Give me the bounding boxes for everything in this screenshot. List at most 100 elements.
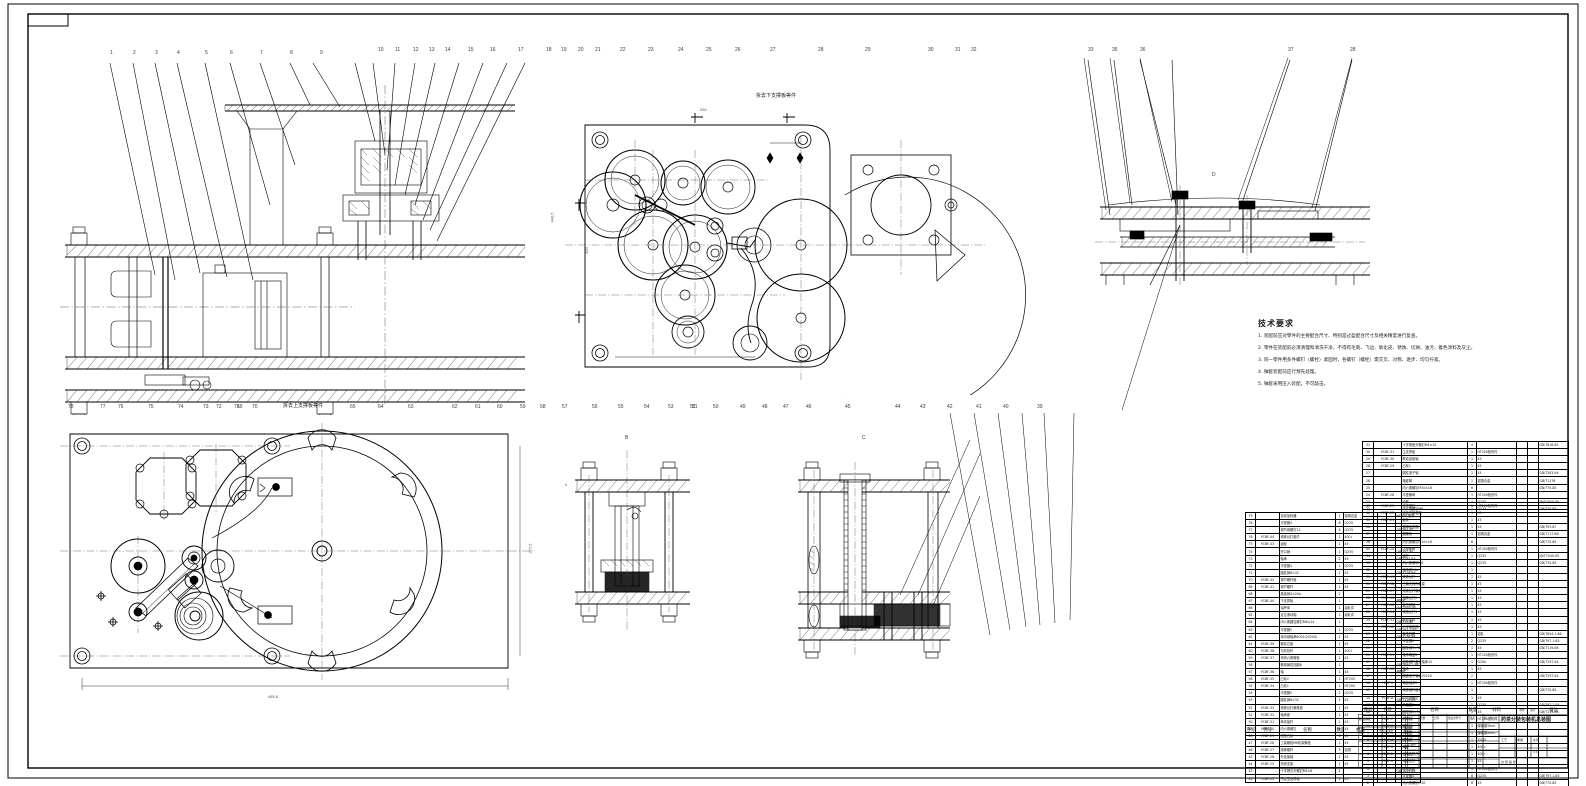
bom-cell-material bbox=[1476, 537, 1517, 546]
bom-cell-remark: JB/T7940-95 bbox=[1538, 551, 1569, 560]
bom-cell-qty: 1 bbox=[1467, 455, 1477, 464]
balloon-13: 13 bbox=[429, 47, 435, 53]
bom-cell-code: YCBF-41 bbox=[1255, 582, 1280, 592]
balloon-37: 28 bbox=[1350, 47, 1356, 53]
bom-cell-uw bbox=[1377, 575, 1387, 584]
balloon-33: 33 bbox=[1088, 47, 1094, 53]
bom-cell-qty: 1 bbox=[1467, 587, 1477, 596]
bom-cell-material: 45 bbox=[1476, 580, 1517, 589]
bom-cell-material: HT200矩形件 bbox=[1476, 490, 1517, 499]
bom-cell-remark: GB/T297-94 bbox=[1538, 658, 1569, 667]
drawing-title: 药茶分装包装机总装图 bbox=[1501, 717, 1552, 723]
dim-top-width: 250 bbox=[700, 107, 707, 112]
bom-cell-tw bbox=[1527, 608, 1539, 617]
balloon-54: 54 bbox=[644, 404, 650, 410]
bom-cell-name: 凸轮1 bbox=[1401, 462, 1468, 471]
bom-cell-material bbox=[1343, 767, 1378, 776]
balloon-63: 63 bbox=[408, 404, 414, 410]
bom-cell-uw bbox=[1516, 658, 1528, 667]
bom-cell-remark: GB/T1176 bbox=[1538, 476, 1569, 485]
view-label-b: B bbox=[625, 435, 629, 441]
bom-cell-name: 轴承 bbox=[1279, 554, 1336, 563]
bom-cell-uw bbox=[1516, 686, 1528, 695]
bom-cell-uw bbox=[1377, 540, 1387, 549]
bom-cell-seq: 64 bbox=[1245, 618, 1256, 627]
balloon-27: 27 bbox=[770, 47, 776, 53]
bom-cell-code: YCBF-35 bbox=[1255, 675, 1280, 684]
bom-cell-uw bbox=[1377, 618, 1387, 627]
bom-cell-material: 铝轧件 bbox=[1343, 604, 1378, 613]
bom-cell-tw bbox=[1386, 547, 1396, 556]
bom-cell-seq: 67 bbox=[1245, 597, 1256, 606]
bom-cell-uw bbox=[1516, 636, 1528, 645]
bom-cell-code bbox=[1255, 590, 1280, 599]
bom-cell-remark bbox=[1395, 575, 1421, 584]
bom-cell-material: HT200矩形件 bbox=[1476, 448, 1517, 457]
bom-cell-uw bbox=[1377, 639, 1387, 648]
bom-cell-qty: 1 bbox=[1467, 658, 1477, 667]
bom-cell-seq: 41 bbox=[1362, 501, 1374, 511]
bom-cell-remark: HT200-板材 bbox=[1395, 511, 1421, 521]
bom-cell-remark: GB/T65-85 bbox=[1395, 526, 1421, 535]
bom-cell-remark: GB/T97.1-85 bbox=[1395, 625, 1421, 634]
bom-cell-qty: 1 bbox=[1467, 629, 1477, 638]
bom-cell-code bbox=[1373, 440, 1402, 450]
balloon-7: 7 bbox=[260, 50, 263, 56]
bom-cell-qty: 2 bbox=[1335, 590, 1344, 599]
bom-cell-uw bbox=[1377, 547, 1387, 556]
bom-cell-name: 圆柱销8×32 bbox=[1279, 568, 1336, 577]
tb-label-process: 工艺 bbox=[1501, 738, 1508, 742]
balloon-35: 36 bbox=[1140, 47, 1146, 53]
balloon-36: 37 bbox=[1288, 47, 1294, 53]
balloon-60: 60 bbox=[497, 404, 503, 410]
bom-cell-tw bbox=[1386, 675, 1396, 684]
bom-cell-tw bbox=[1386, 533, 1396, 542]
bom-cell-uw bbox=[1516, 572, 1528, 582]
bom-cell-code bbox=[1255, 689, 1280, 698]
bom-cell-tw bbox=[1386, 632, 1396, 641]
bom-header-left: 序号 代号 名称 数量 材料 单件 总计 备注 bbox=[1245, 725, 1421, 736]
bom-cell-material: 45 bbox=[1343, 639, 1378, 648]
bom-cell-name: 平垫圈5 bbox=[1279, 625, 1336, 634]
view-bottom-plan bbox=[60, 423, 535, 690]
bom-cell-uw bbox=[1516, 679, 1528, 688]
bom-cell-uw bbox=[1516, 523, 1528, 532]
dim-left-height: 440.5 bbox=[549, 212, 555, 223]
bom-cell-remark bbox=[1538, 572, 1569, 582]
balloon-12: 12 bbox=[413, 47, 419, 53]
bom-cell-qty: 1 bbox=[1467, 558, 1477, 567]
bom-cell-tw bbox=[1386, 689, 1396, 698]
bom-cell-material: 45 bbox=[1343, 582, 1378, 592]
bom-cell-qty: 1 bbox=[1335, 675, 1344, 684]
bom-cell-name: 凸轮1 bbox=[1279, 682, 1336, 691]
bom-cell-tw bbox=[1386, 625, 1396, 634]
bom-cell-name: 下支撑板 bbox=[1279, 597, 1336, 606]
bom-cell-code: YCBF-24 bbox=[1255, 774, 1280, 783]
bom-cell-seq: 43 bbox=[1245, 767, 1256, 776]
tech-note-3: 3. 同一零件用多件螺钉（螺栓）紧固时，各螺钉（螺栓）需交叉、对称、逐步、均匀拧… bbox=[1258, 358, 1444, 363]
bom-cell-material: 45 bbox=[1476, 594, 1517, 603]
balloon-55: 55 bbox=[618, 404, 624, 410]
balloon-56: 56 bbox=[592, 404, 598, 410]
bom-cell-remark: GB/T70-85 bbox=[1395, 618, 1421, 627]
bom-cell-qty: 1 bbox=[1467, 448, 1477, 457]
bom-cell-material: 45 bbox=[1343, 696, 1378, 705]
bom-cell-uw bbox=[1516, 551, 1528, 560]
bom-cell-code: YCBF-27 bbox=[1255, 746, 1280, 755]
balloon-22: 22 bbox=[620, 47, 626, 53]
balloon-5: 5 bbox=[205, 50, 208, 56]
bom-cell-name: 卷簧销4×20a bbox=[1279, 590, 1336, 599]
balloon-65: 65 bbox=[350, 404, 356, 410]
bom-cell-material: 45 bbox=[1343, 568, 1378, 577]
bom-cell-tw bbox=[1386, 561, 1396, 570]
bom-cell-qty: 1 bbox=[1467, 679, 1477, 688]
bom-cell-qty: 1 bbox=[1335, 646, 1344, 655]
dim-plan-height: 372.5 bbox=[527, 543, 533, 554]
tech-note-2: 2. 零件在装配前必须清理和清洗干净，不得有毛刺、飞边、氧化皮、锈蚀、切屑、油污… bbox=[1258, 346, 1476, 351]
bom-cell-tw bbox=[1527, 601, 1539, 610]
